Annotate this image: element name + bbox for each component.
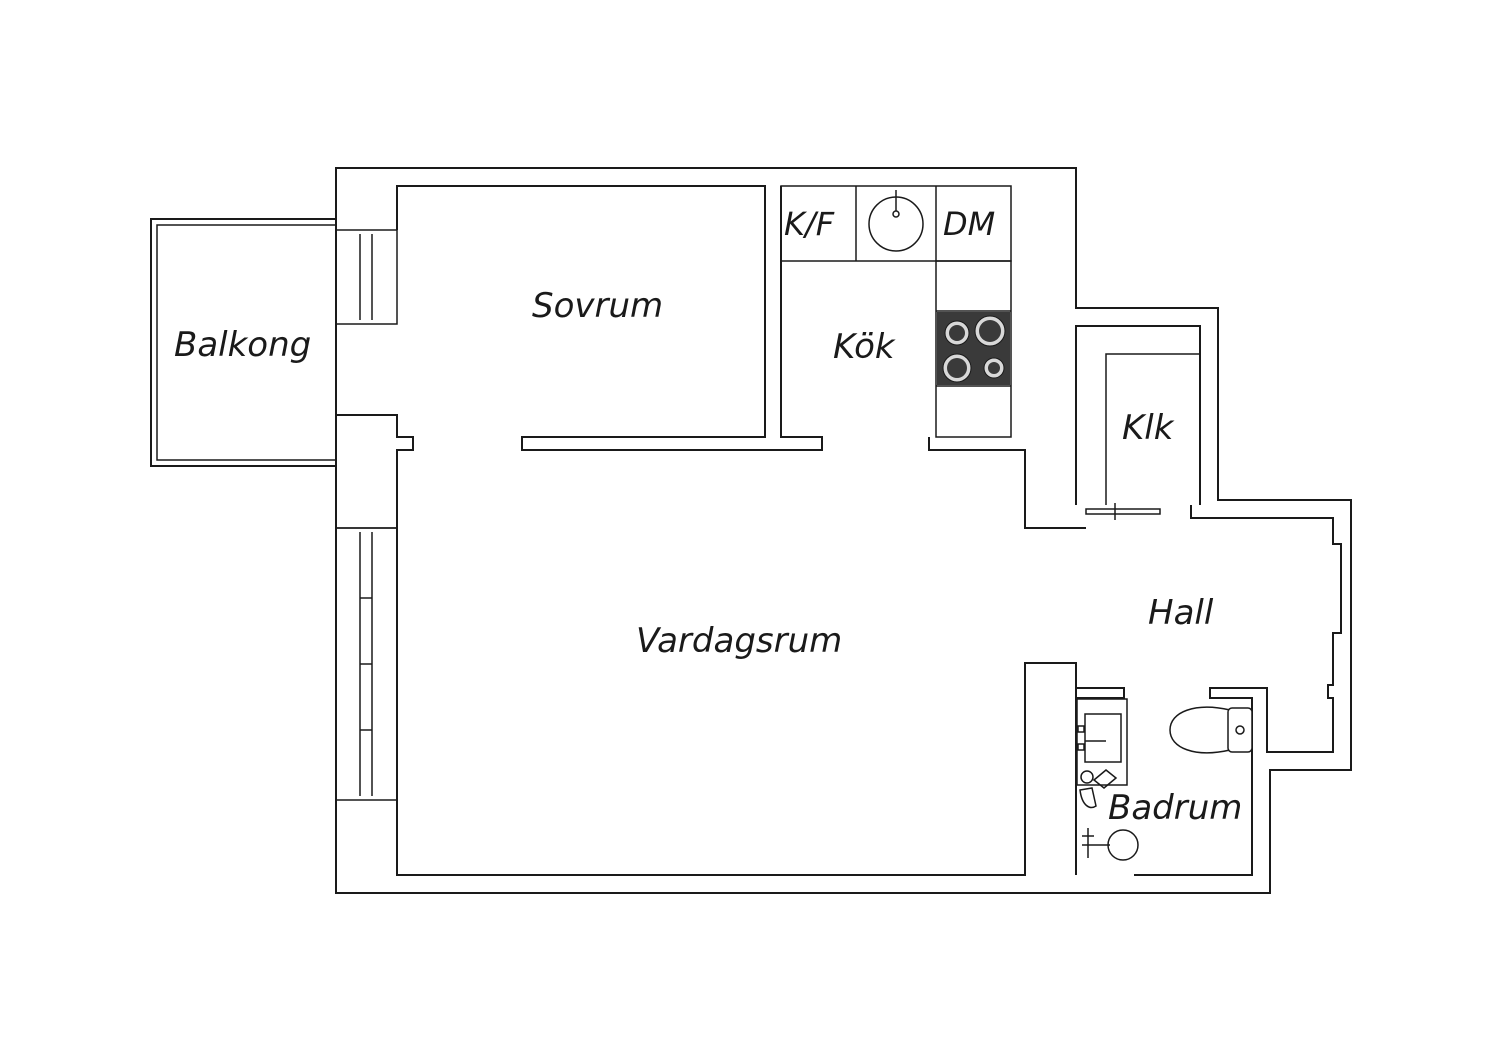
room-label-hall: Hall [1148,593,1214,633]
room-label-sovrum: Sovrum [532,286,663,326]
living-room-window [335,527,398,801]
hall-wall [1134,505,1342,876]
appliance-label-dishwasher: DM [943,205,995,243]
room-label-kok: Kök [833,327,896,367]
kitchen-sink-icon [868,190,924,252]
closet-inner [1105,353,1200,505]
bathroom-sink-icon [1076,698,1128,786]
appliance-label-fridge-freezer: K/F [784,205,835,243]
balcony-door [335,229,398,325]
room-label-vardagsrum: Vardagsrum [636,621,842,661]
left-inner-wall [336,414,1077,876]
kitchen-wall [928,437,1086,529]
bathroom-wall [1076,687,1125,699]
room-label-klk: Klk [1122,408,1175,448]
shower-icon [1079,769,1139,861]
room-label-balkong: Balkong [174,325,311,365]
balcony [150,218,337,467]
outer-wall [335,167,1352,894]
room-label-badrum: Badrum [1108,788,1242,828]
stove-icon [937,312,1010,385]
toilet-icon [1169,706,1253,754]
closet-door [1085,503,1161,520]
closet-wall [1075,325,1201,505]
kitchen-counter [780,185,1012,438]
bedroom-wall [396,185,823,451]
